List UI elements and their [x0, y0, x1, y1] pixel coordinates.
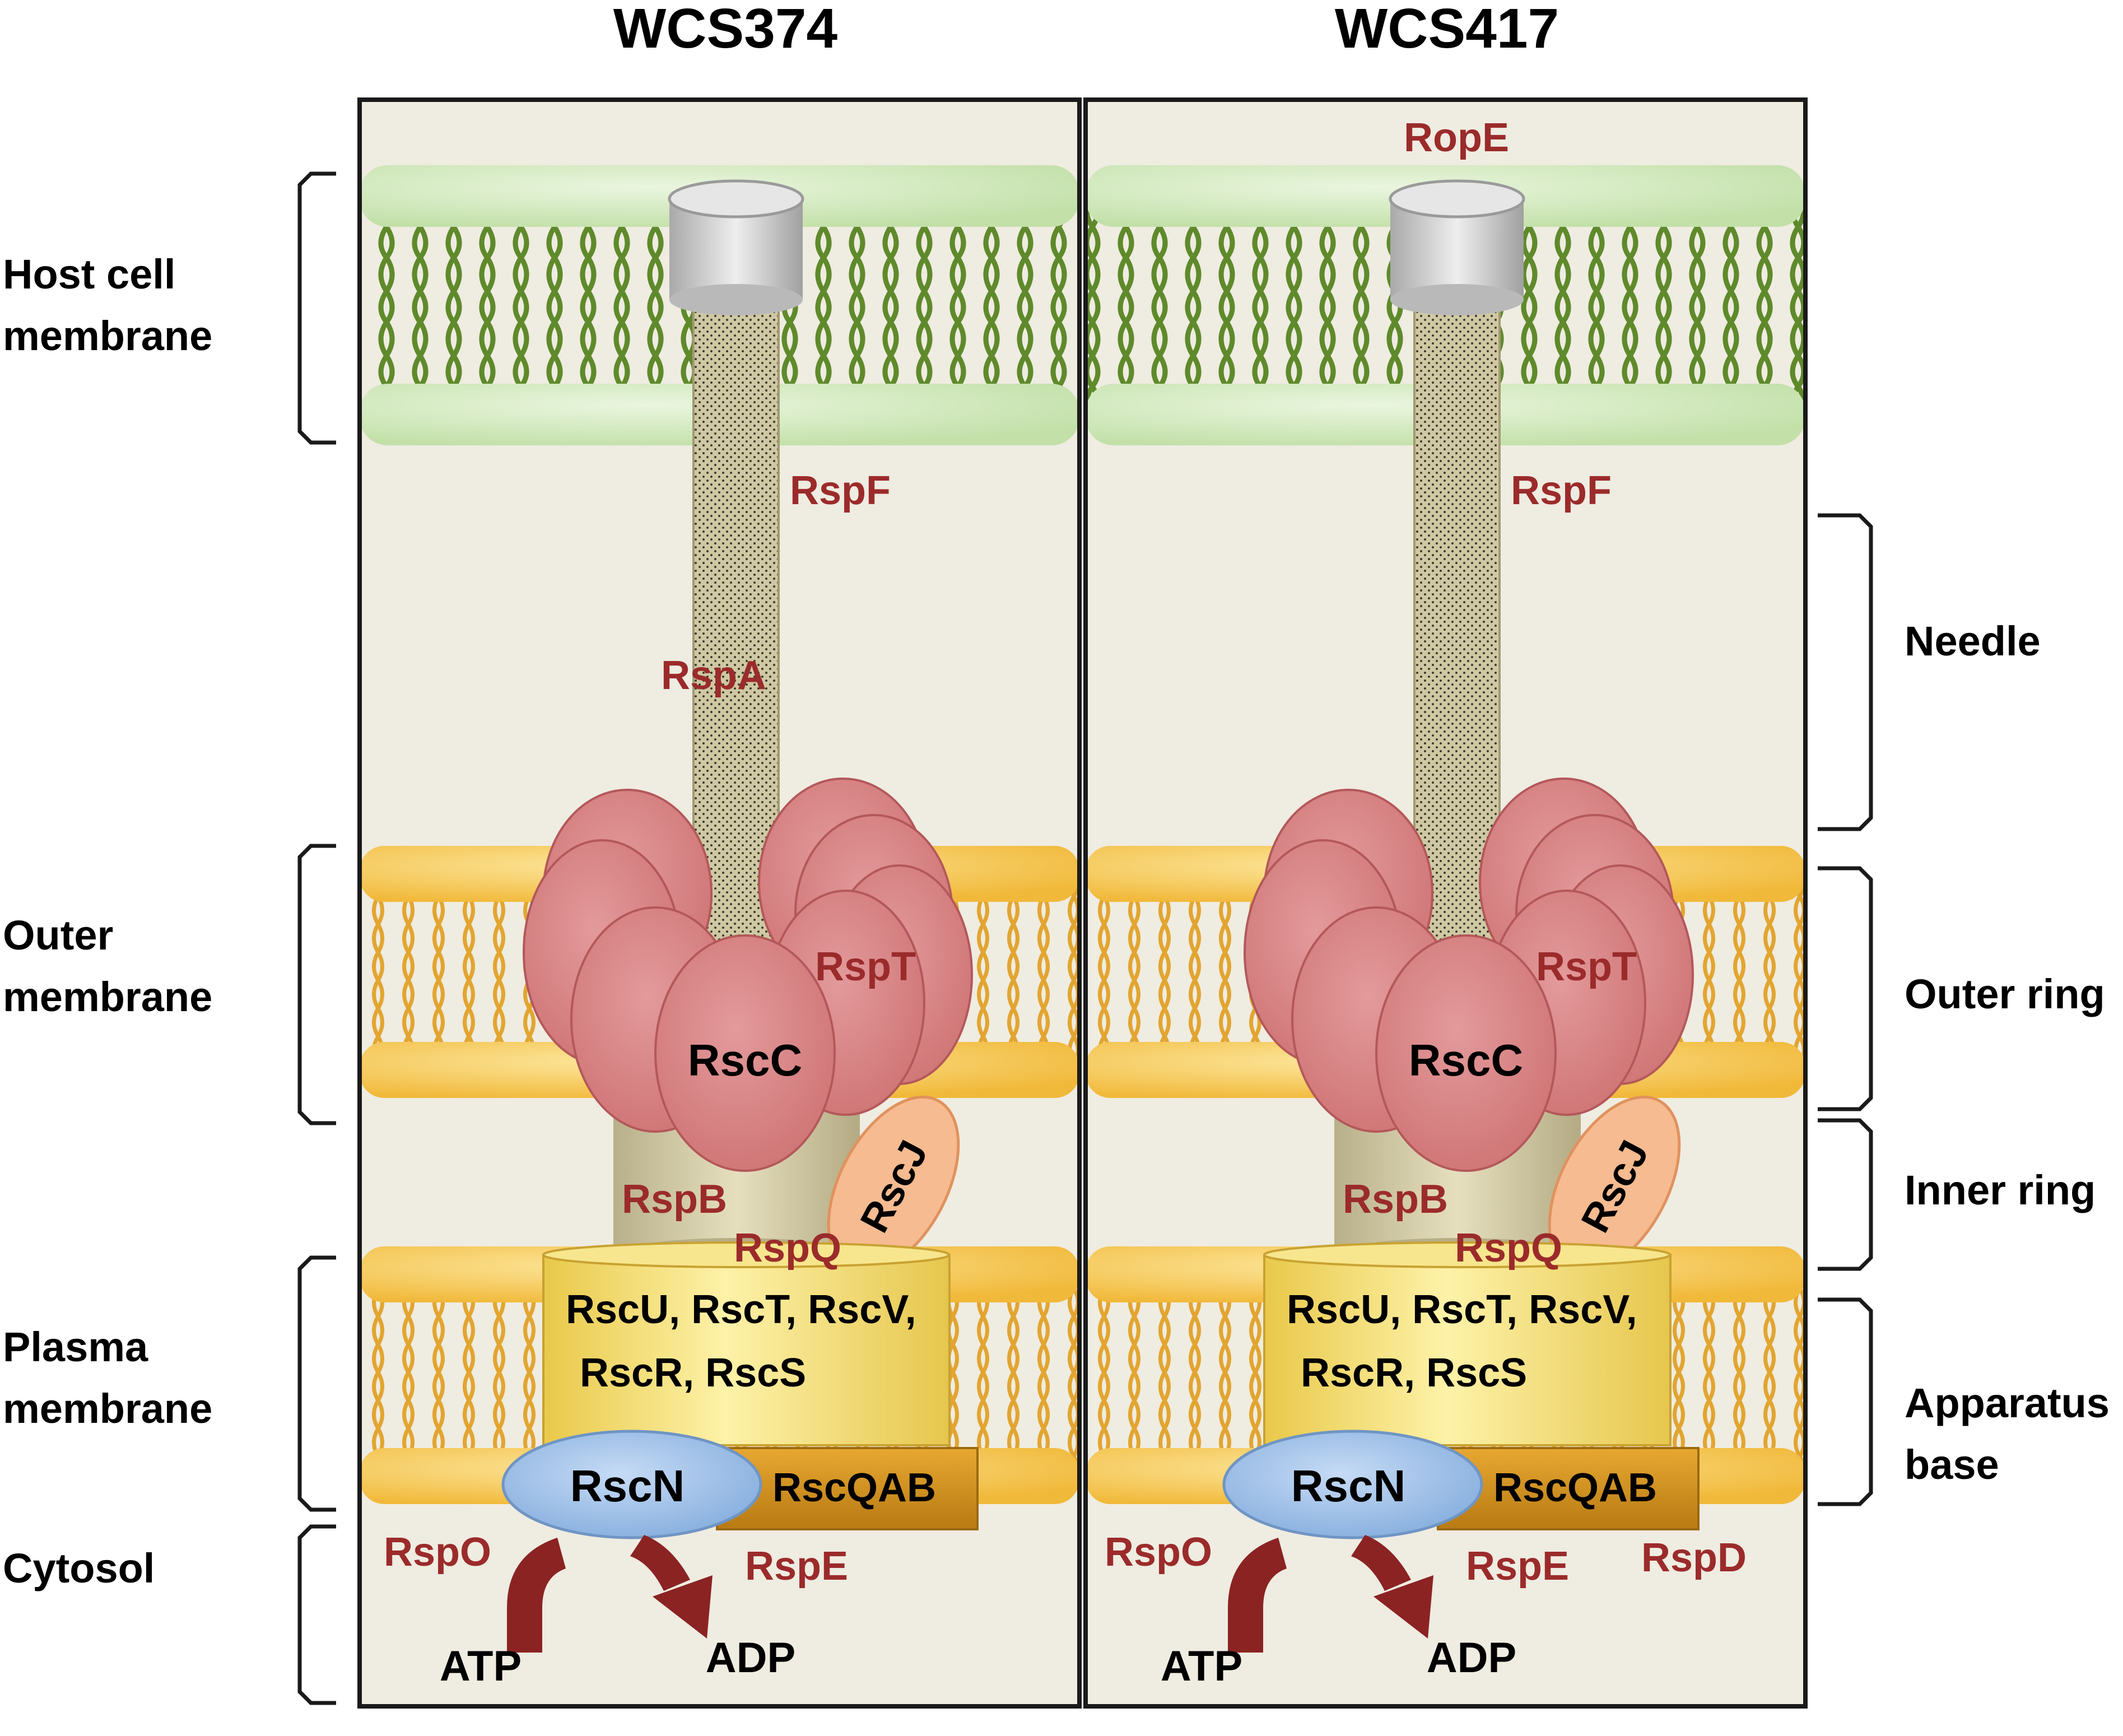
atp-arrow: [1228, 1538, 1287, 1653]
needle-tip-cap: [668, 179, 804, 315]
label-rscn: RscN: [1291, 1461, 1406, 1511]
label-atp: ATP: [1161, 1642, 1242, 1690]
title-left: WCS374: [613, 0, 838, 60]
label-plasma-membrane-1: Plasma: [3, 1324, 148, 1370]
label-rope: RopE: [1404, 115, 1509, 160]
rscn-atpase: [1222, 1430, 1483, 1539]
label-rspe: RspE: [1466, 1544, 1569, 1589]
right-annotations: [1818, 513, 1873, 1506]
label-inner-ring: Inner ring: [1905, 1167, 2096, 1213]
export-apparatus: [542, 1241, 951, 1446]
rscn-atpase: [501, 1430, 762, 1539]
panel-wcs374: RspF RspA RspT RscC RspB RscJ RspQ RscU,…: [357, 97, 1082, 1709]
label-rspf: RspF: [1511, 468, 1612, 513]
label-base-line2: RscR, RscS: [1301, 1351, 1527, 1395]
label-adp: ADP: [1427, 1634, 1516, 1682]
label-host-membrane-1: Host cell: [3, 251, 175, 297]
bracket-needle: [1818, 513, 1873, 831]
label-host-membrane-2: membrane: [3, 313, 212, 359]
panel-border: [357, 97, 1082, 1709]
label-cytosol: Cytosol: [3, 1545, 155, 1591]
bracket-inner-ring: [1818, 1118, 1873, 1271]
label-rscqab: RscQAB: [772, 1465, 936, 1510]
label-base-line1: RscU, RscT, RscV,: [566, 1287, 916, 1332]
adp-arrow: [630, 1535, 713, 1639]
secretin-ring: [1244, 778, 1694, 1172]
label-rscc: RscC: [1409, 1035, 1524, 1085]
label-rspd: RspD: [1641, 1535, 1747, 1580]
label-rspf: RspF: [790, 468, 891, 513]
label-atp: ATP: [440, 1642, 522, 1690]
label-rscn: RscN: [570, 1461, 685, 1511]
label-rspt: RspT: [1536, 944, 1637, 989]
label-rspb: RspB: [1343, 1177, 1448, 1222]
label-rspb: RspB: [622, 1177, 727, 1222]
bracket-apparatus-base: [1818, 1297, 1873, 1506]
atp-arrow: [507, 1538, 566, 1653]
bracket-outer-ring: [1818, 866, 1873, 1111]
adp-arrow: [1351, 1535, 1433, 1639]
panel-border: [1083, 97, 1808, 1709]
bracket-outer-membrane: [297, 844, 336, 1125]
label-adp: ADP: [706, 1634, 795, 1682]
bracket-cytosol: [297, 1524, 336, 1705]
export-apparatus: [1263, 1241, 1672, 1446]
label-rspq: RspQ: [734, 1226, 841, 1270]
panel-wcs417: RopE RspF RspT RscC RspB RscJ RspQ RscU,…: [1083, 97, 1808, 1709]
translocon-cap: [1389, 179, 1525, 315]
label-rscc: RscC: [688, 1035, 803, 1085]
left-annotations: [297, 171, 336, 1705]
label-outer-membrane-1: Outer: [3, 912, 113, 958]
secretin-ring: [523, 778, 973, 1172]
label-outer-ring: Outer ring: [1905, 971, 2105, 1017]
bracket-plasma-membrane: [297, 1255, 336, 1512]
label-outer-membrane-2: membrane: [3, 974, 212, 1020]
title-right: WCS417: [1335, 0, 1559, 60]
label-rspt: RspT: [815, 944, 916, 989]
label-rspe: RspE: [745, 1544, 848, 1589]
label-base-line1: RscU, RscT, RscV,: [1287, 1287, 1637, 1332]
label-apparatus-1: Apparatus: [1905, 1380, 2110, 1426]
label-rspo: RspO: [1105, 1530, 1212, 1575]
label-apparatus-2: base: [1905, 1441, 1999, 1488]
label-base-line2: RscR, RscS: [580, 1351, 806, 1395]
label-needle: Needle: [1905, 618, 2041, 664]
label-rspq: RspQ: [1455, 1226, 1562, 1270]
label-rspo: RspO: [384, 1530, 491, 1575]
label-rspa: RspA: [661, 653, 766, 698]
label-plasma-membrane-2: membrane: [3, 1385, 212, 1432]
label-rscqab: RscQAB: [1493, 1465, 1657, 1510]
bracket-host-membrane: [297, 171, 336, 445]
